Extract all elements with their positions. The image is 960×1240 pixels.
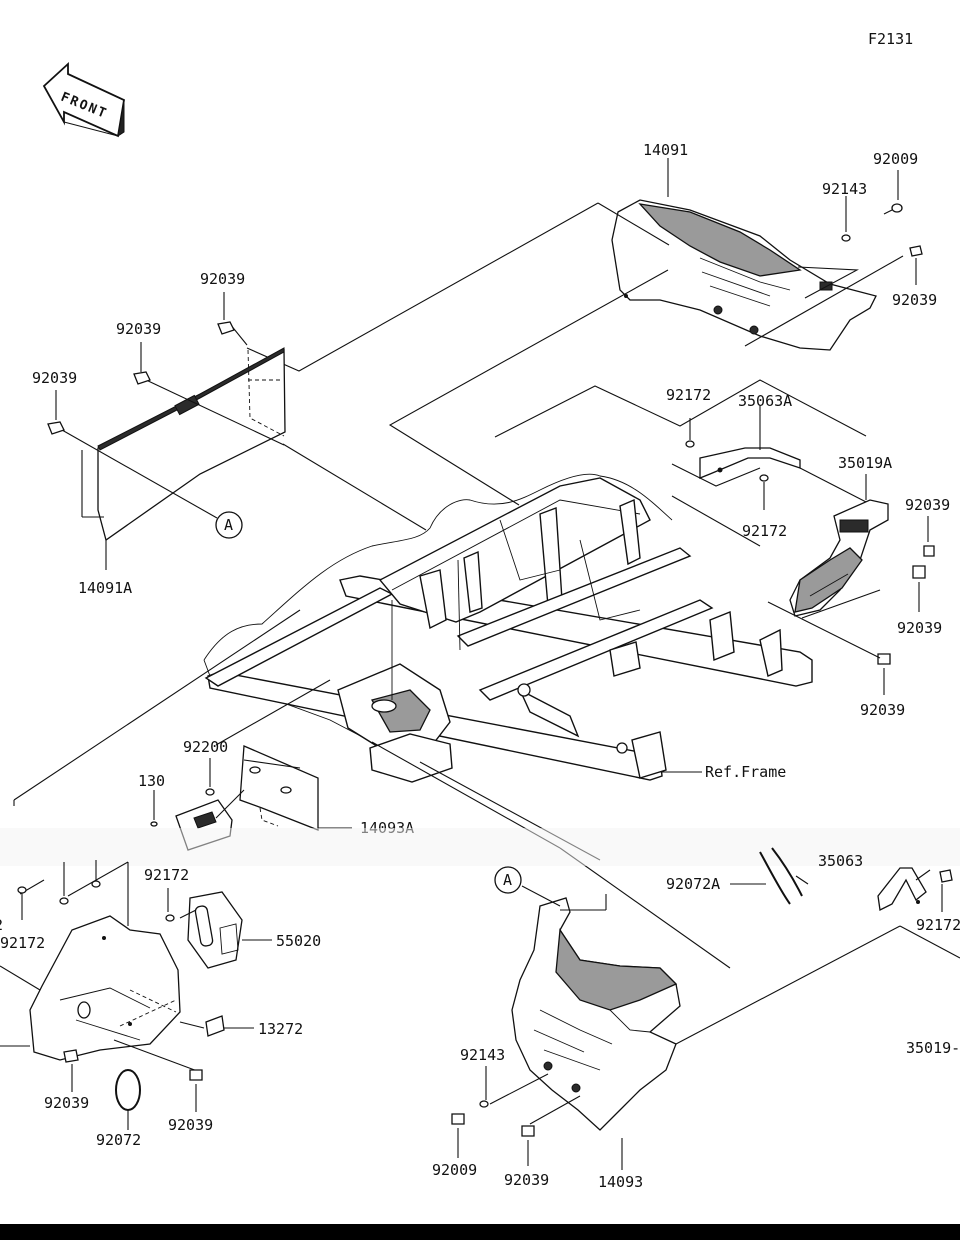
cover-14091 [611, 199, 877, 351]
part-number-92039: 92039 [32, 369, 77, 387]
bolt-icon [451, 1113, 465, 1125]
cover-14091A [97, 347, 286, 542]
callout-marker-a [494, 866, 522, 894]
part-number-92072: 92072 [96, 1131, 141, 1149]
bolt-icon [521, 1125, 535, 1137]
part-number-92039: 92039 [44, 1094, 89, 1112]
part-number-92143: 92143 [822, 180, 867, 198]
part-number-ref-frame: Ref.Frame [705, 763, 786, 781]
part-number-92143: 92143 [460, 1046, 505, 1064]
part-number-92039: 92039 [200, 270, 245, 288]
callout-marker-a-label: A [224, 516, 233, 534]
bolt-icon [47, 390, 65, 435]
part-number-92172: 92172 [742, 522, 787, 540]
part-number-92039: 92039 [504, 1171, 549, 1189]
bolt-icon [133, 342, 151, 385]
part-number-35063A: 35063A [738, 392, 792, 410]
bracket-55020 [187, 891, 243, 969]
bolt-icon [883, 203, 903, 215]
part-number-14093: 14093 [598, 1173, 643, 1191]
part-number-13272: 13272 [258, 1020, 303, 1038]
diagram-code: F2131 [868, 30, 913, 48]
watermark-strip [0, 828, 960, 866]
bolt-icon [63, 1049, 79, 1063]
part-number-35019: 35019- [906, 1039, 960, 1057]
part-number-92009: 92009 [873, 150, 918, 168]
callout-marker-a-label: A [503, 871, 512, 889]
bottom-bar [0, 1224, 960, 1240]
part-number-92172: 92172 [144, 866, 189, 884]
part-number-92200: 92200 [183, 738, 228, 756]
vehicle-frame [203, 473, 813, 783]
part-number-92039: 92039 [116, 320, 161, 338]
part-number-92039: 92039 [168, 1116, 213, 1134]
guard-lower-left [29, 915, 181, 1061]
clamp-92072 [115, 1069, 141, 1111]
part-number-14091: 14091 [643, 141, 688, 159]
bolt-icon [189, 1069, 203, 1081]
part-number-92039: 92039 [860, 701, 905, 719]
bolt-icon [912, 565, 926, 579]
bolt-icon [939, 869, 953, 883]
plate-14093A [239, 745, 319, 831]
bracket-35063 [877, 867, 927, 911]
bracket-13272 [205, 1015, 225, 1037]
cover-14093 [511, 897, 681, 1131]
part-number-92072A: 92072A [666, 875, 720, 893]
part-number-92039: 92039 [905, 496, 950, 514]
front-arrow-icon: FRONT [42, 61, 126, 138]
bolt-icon [923, 545, 935, 557]
bolt-icon [877, 653, 891, 665]
part-number-92172: 92172 [0, 934, 45, 952]
callout-marker-a [215, 511, 243, 539]
part-number-92039: 92039 [897, 619, 942, 637]
part-number-14091A: 14091A [78, 579, 132, 597]
bracket-35063A [699, 447, 801, 479]
part-number-92009: 92009 [432, 1161, 477, 1179]
part-number-35063: 35063 [818, 852, 863, 870]
part-number-edge: 2 [0, 916, 3, 934]
part-number-130: 130 [138, 772, 165, 790]
guard-35019A [789, 499, 889, 617]
part-number-55020: 55020 [276, 932, 321, 950]
part-number-92172: 92172 [916, 916, 960, 934]
bolt-icon [217, 292, 235, 335]
part-number-35019A: 35019A [838, 454, 892, 472]
bolt-icon [909, 245, 923, 257]
part-number-92039: 92039 [892, 291, 937, 309]
part-number-92172: 92172 [666, 386, 711, 404]
clamp-92072A [759, 847, 803, 905]
